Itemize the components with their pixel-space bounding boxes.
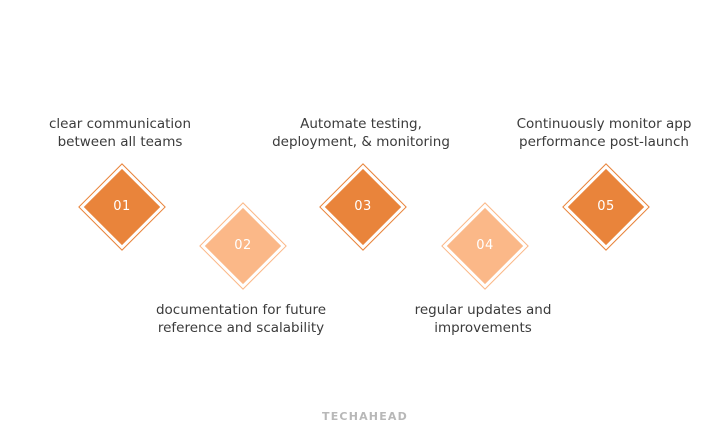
step-04-label: regular updates and improvements [363, 301, 603, 337]
step-05-label-line2: performance post-launch [519, 134, 689, 150]
step-04-label-line1: regular updates and [414, 302, 552, 318]
step-01-diamond: 01 [78, 163, 166, 251]
step-04-diamond: 04 [441, 202, 529, 290]
step-03-label: Automate testing, deployment, & monitori… [241, 115, 481, 151]
step-02-label-line2: reference and scalability [157, 320, 325, 336]
step-02-number: 02 [234, 238, 252, 253]
step-03-label-line2: deployment, & monitoring [272, 134, 450, 150]
step-02-diamond: 02 [199, 202, 287, 290]
step-05-label-line1: Continuously monitor app [516, 116, 692, 132]
step-01-label-line1: clear communication [49, 116, 191, 132]
step-02-label-line1: documentation for future [155, 302, 327, 318]
step-03-diamond: 03 [319, 163, 407, 251]
step-04-label-line2: improvements [434, 320, 532, 336]
techahead-logo: TECHAHEAD [322, 410, 408, 423]
step-01-number: 01 [113, 199, 131, 214]
step-01-label: clear communication between all teams [0, 115, 240, 151]
step-05-label: Continuously monitor app performance pos… [484, 115, 724, 151]
step-03-label-line1: Automate testing, [300, 116, 422, 132]
step-04-number: 04 [476, 238, 494, 253]
step-03-number: 03 [354, 199, 372, 214]
step-05-diamond: 05 [562, 163, 650, 251]
step-01-label-line2: between all teams [57, 134, 183, 150]
step-02-label: documentation for future reference and s… [121, 301, 361, 337]
step-05-number: 05 [597, 199, 615, 214]
